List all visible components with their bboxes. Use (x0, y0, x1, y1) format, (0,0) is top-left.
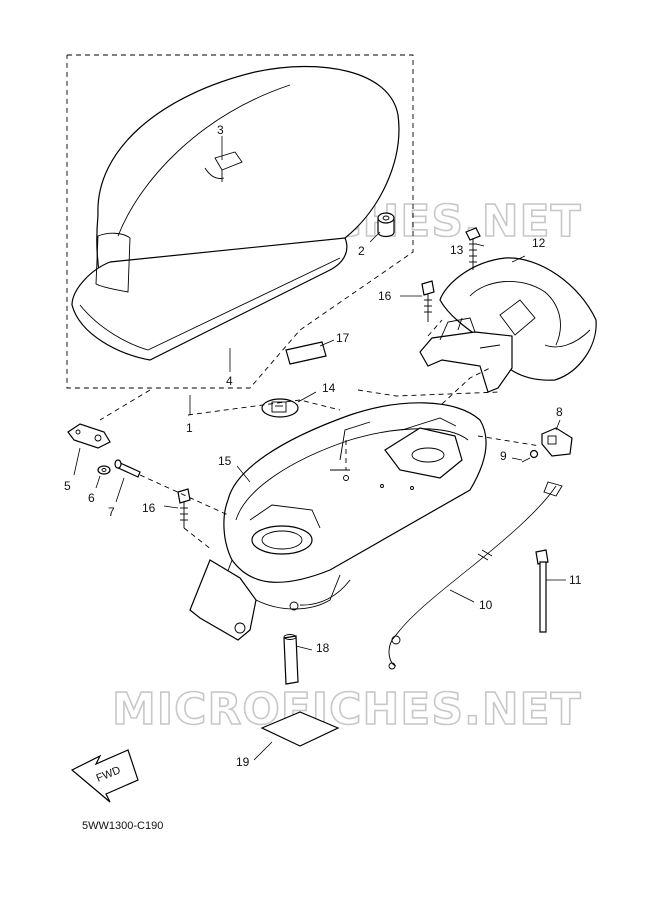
pin-part-7 (114, 459, 141, 478)
storage-box-part-15 (189, 402, 487, 641)
callout-8: 8 (556, 405, 563, 419)
callout-17: 17 (336, 331, 350, 345)
diagram-code: 5WW1300-C190 (82, 820, 164, 832)
callout-10: 10 (479, 598, 493, 612)
stopper-part-2 (377, 212, 395, 238)
leader-lines (73, 136, 566, 761)
cable-part-10 (388, 481, 563, 670)
hose-part-18 (283, 634, 299, 685)
latch-part-8 (541, 427, 573, 457)
seat (71, 65, 400, 361)
callout-2: 2 (358, 244, 365, 258)
screw-part-9 (521, 449, 539, 463)
callout-6: 6 (88, 491, 95, 505)
hinge-part-5 (67, 423, 111, 449)
callout-16-upper: 16 (378, 289, 392, 303)
watermark-bottom: MICROFICHES.NET (112, 684, 582, 735)
callout-16-lower: 16 (142, 501, 156, 515)
callout-1: 1 (186, 421, 193, 435)
callout-5: 5 (64, 479, 71, 493)
callout-18: 18 (316, 641, 330, 655)
callout-11: 11 (569, 573, 582, 587)
callout-19: 19 (236, 755, 250, 769)
fwd-arrow-icon: FWD (70, 749, 139, 803)
callout-12: 12 (532, 236, 546, 250)
callout-3: 3 (217, 123, 224, 137)
cable-tie-part-11 (535, 549, 549, 633)
label-part-14 (261, 398, 299, 418)
callout-15: 15 (218, 454, 232, 468)
bracket (419, 317, 513, 393)
callout-13: 13 (450, 243, 464, 257)
callout-7: 7 (108, 505, 115, 519)
bolt-part-16-lower (177, 488, 191, 528)
seat-assembly-boundary (66, 54, 414, 389)
callout-14: 14 (322, 381, 336, 395)
pad-part-19 (260, 711, 340, 747)
callout-4: 4 (226, 374, 233, 388)
callout-9: 9 (500, 449, 507, 463)
nut-part-6 (97, 465, 111, 475)
bolt-part-16-upper (421, 280, 435, 322)
sticker-part-17 (285, 341, 327, 365)
bolt-part-13 (465, 227, 481, 270)
